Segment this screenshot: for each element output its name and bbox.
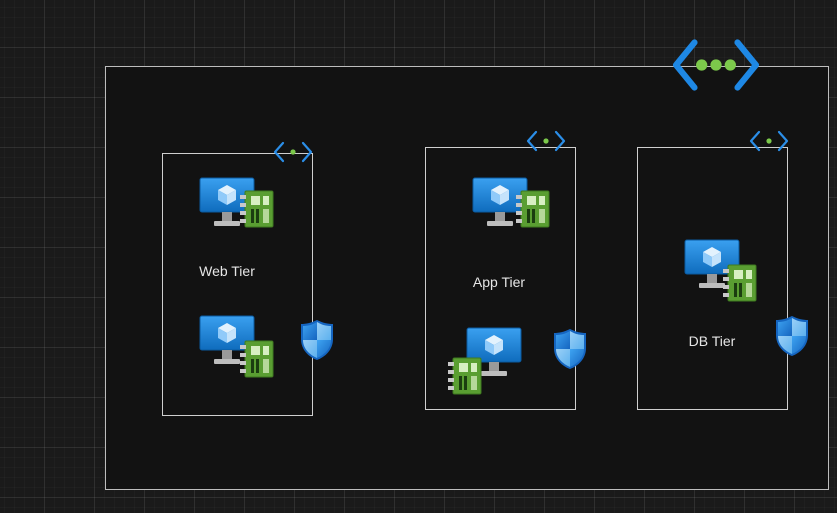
network-interface-icon [722,263,758,303]
network-security-group-icon [300,319,334,361]
tier-label: App Tier [472,274,526,290]
subnet-icon [526,130,566,152]
network-security-group-icon [553,328,587,370]
network-interface-icon [515,189,551,229]
tier-label: Web Tier [199,263,255,279]
network-interface-icon [239,339,275,379]
network-interface-icon [447,356,483,396]
subnet-icon [273,141,313,163]
virtual-network-icon [672,38,760,92]
tier-label: DB Tier [688,333,736,349]
subnet-icon [749,130,789,152]
network-interface-icon [239,189,275,229]
network-security-group-icon [775,315,809,357]
